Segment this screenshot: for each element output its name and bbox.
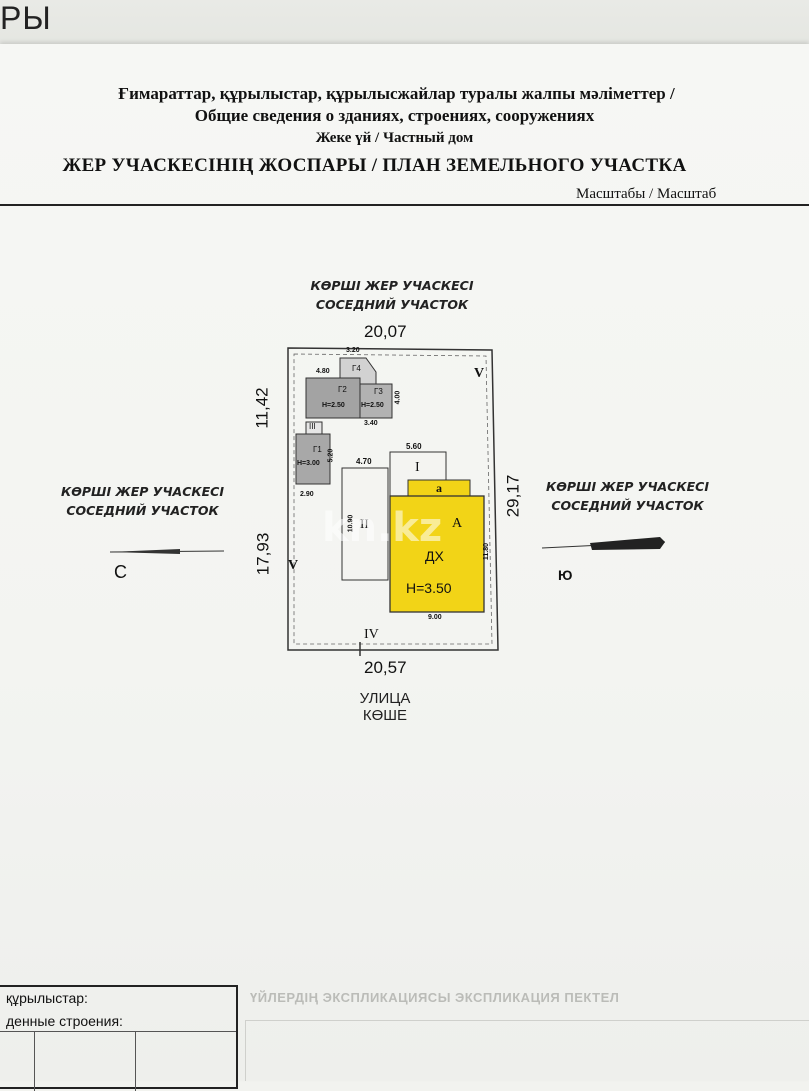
g1-label: Г1 — [313, 445, 322, 454]
house-dim-h: 11.80 — [483, 542, 491, 561]
dim-bottom: 20,57 — [364, 658, 407, 677]
underlying-sheet-title: РЫ — [0, 0, 52, 36]
street-label: УЛИЦА КӨШЕ — [340, 690, 430, 724]
outbuildings-box: құрылыстар: денные строения: — [0, 985, 238, 1091]
outbuildings-label-ru: денные строения: — [6, 1013, 123, 1029]
street-kz: КӨШЕ — [362, 707, 408, 724]
g3-dim-h: 4.00 — [394, 390, 402, 405]
neighbor-top-label: КӨРШІ ЖЕР УЧАСКЕСІ СОСЕДНИЙ УЧАСТОК — [292, 276, 492, 314]
structure-ii-outline — [341, 467, 389, 581]
annex-a-label: а — [436, 481, 442, 495]
ii-label: II — [360, 516, 369, 531]
faint-table — [245, 1020, 809, 1081]
neighbor-left-ru: СОСЕДНИЙ УЧАСТОК — [66, 503, 219, 518]
south-label: Ю — [558, 567, 573, 583]
dim-left-lower: 17,93 — [253, 532, 273, 576]
g2-dim-w: 4.80 — [316, 368, 330, 375]
table-divider — [0, 1031, 236, 1032]
north-arrow-head — [110, 549, 180, 554]
g4-label: Г4 — [352, 364, 361, 373]
g3-label: Г3 — [374, 387, 383, 396]
house-a-label: А — [452, 516, 463, 531]
g2-height: H=2.50 — [322, 402, 345, 409]
g1-dim-w: 2.90 — [300, 491, 314, 498]
dim-right: 29,17 — [503, 474, 523, 518]
scale-label: Масштабы / Масштаб — [576, 186, 717, 202]
g3-height: H=2.50 — [361, 402, 384, 409]
watermark: kn.kz — [322, 505, 443, 551]
house-dim-w: 9.00 — [428, 614, 442, 621]
south-arrow-head — [590, 537, 665, 550]
neighbor-top-kz: КӨРШІ ЖЕР УЧАСКЕСІ — [310, 278, 474, 293]
g4-dim: 3.20 — [346, 347, 360, 354]
neighbor-left-kz: КӨРШІ ЖЕР УЧАСКЕСІ — [61, 484, 224, 499]
plan-title: ЖЕР УЧАСКЕСІНІҢ ЖОСПАРЫ / ПЛАН ЗЕМЕЛЬНОГ… — [62, 155, 687, 176]
g3-dim-w: 3.40 — [364, 420, 378, 427]
fence-label-top-right: V — [474, 366, 485, 381]
house-height: H=3.50 — [406, 580, 452, 596]
building-g2 — [305, 377, 361, 419]
g1-height: H=3.00 — [297, 460, 320, 467]
dim-left-upper: 11,42 — [252, 387, 272, 429]
fence-label-bottom: IV — [364, 627, 379, 642]
house-dx-label: ДХ — [425, 548, 444, 564]
neighbor-right-ru: СОСЕДНИЙ УЧАСТОК — [551, 498, 704, 513]
street-ru: УЛИЦА — [359, 690, 411, 707]
outbuildings-label-kz: құрылыстар: — [6, 990, 88, 1006]
neighbor-top-ru: СОСЕДНИЙ УЧАСТОК — [315, 297, 469, 312]
building-g3 — [359, 383, 393, 419]
neighbor-right-kz: КӨРШІ ЖЕР УЧАСКЕСІ — [546, 479, 709, 494]
plot-boundary — [287, 347, 499, 651]
iii-label: III — [309, 422, 316, 431]
faint-table-title: ҮЙЛЕРДІҢ ЭКСПЛИКАЦИЯСЫ ЭКСПЛИКАЦИЯ ПЕКТЕ… — [250, 990, 620, 1005]
neighbor-left-label: КӨРШІ ЖЕР УЧАСКЕСІ СОСЕДНИЙ УЧАСТОК — [40, 482, 245, 520]
fence-label-left: V — [288, 558, 299, 573]
table-column-line — [34, 1031, 35, 1091]
north-label: С — [114, 562, 127, 582]
header-line-kazakh: Ғимараттар, құрылыстар, құрылысжайлар ту… — [118, 84, 675, 103]
g2-label: Г2 — [338, 385, 347, 394]
building-g1 — [295, 433, 331, 485]
neighbor-right-label: КӨРШІ ЖЕР УЧАСКЕСІ СОСЕДНИЙ УЧАСТОК — [525, 477, 730, 515]
i-dim-w: 5.60 — [406, 442, 422, 451]
g1-dim-h: 5.20 — [327, 448, 335, 463]
dim-top: 20,07 — [364, 322, 407, 341]
header-divider — [0, 204, 809, 206]
house-a — [389, 495, 485, 613]
header-property-type: Жеке үй / Частный дом — [315, 130, 474, 146]
i-label: I — [415, 460, 420, 475]
header-line-russian: Общие сведения о зданиях, строениях, соо… — [194, 106, 595, 125]
ii-dim-w: 4.70 — [356, 457, 372, 466]
table-column-line — [135, 1031, 136, 1091]
fence-line — [293, 353, 493, 645]
